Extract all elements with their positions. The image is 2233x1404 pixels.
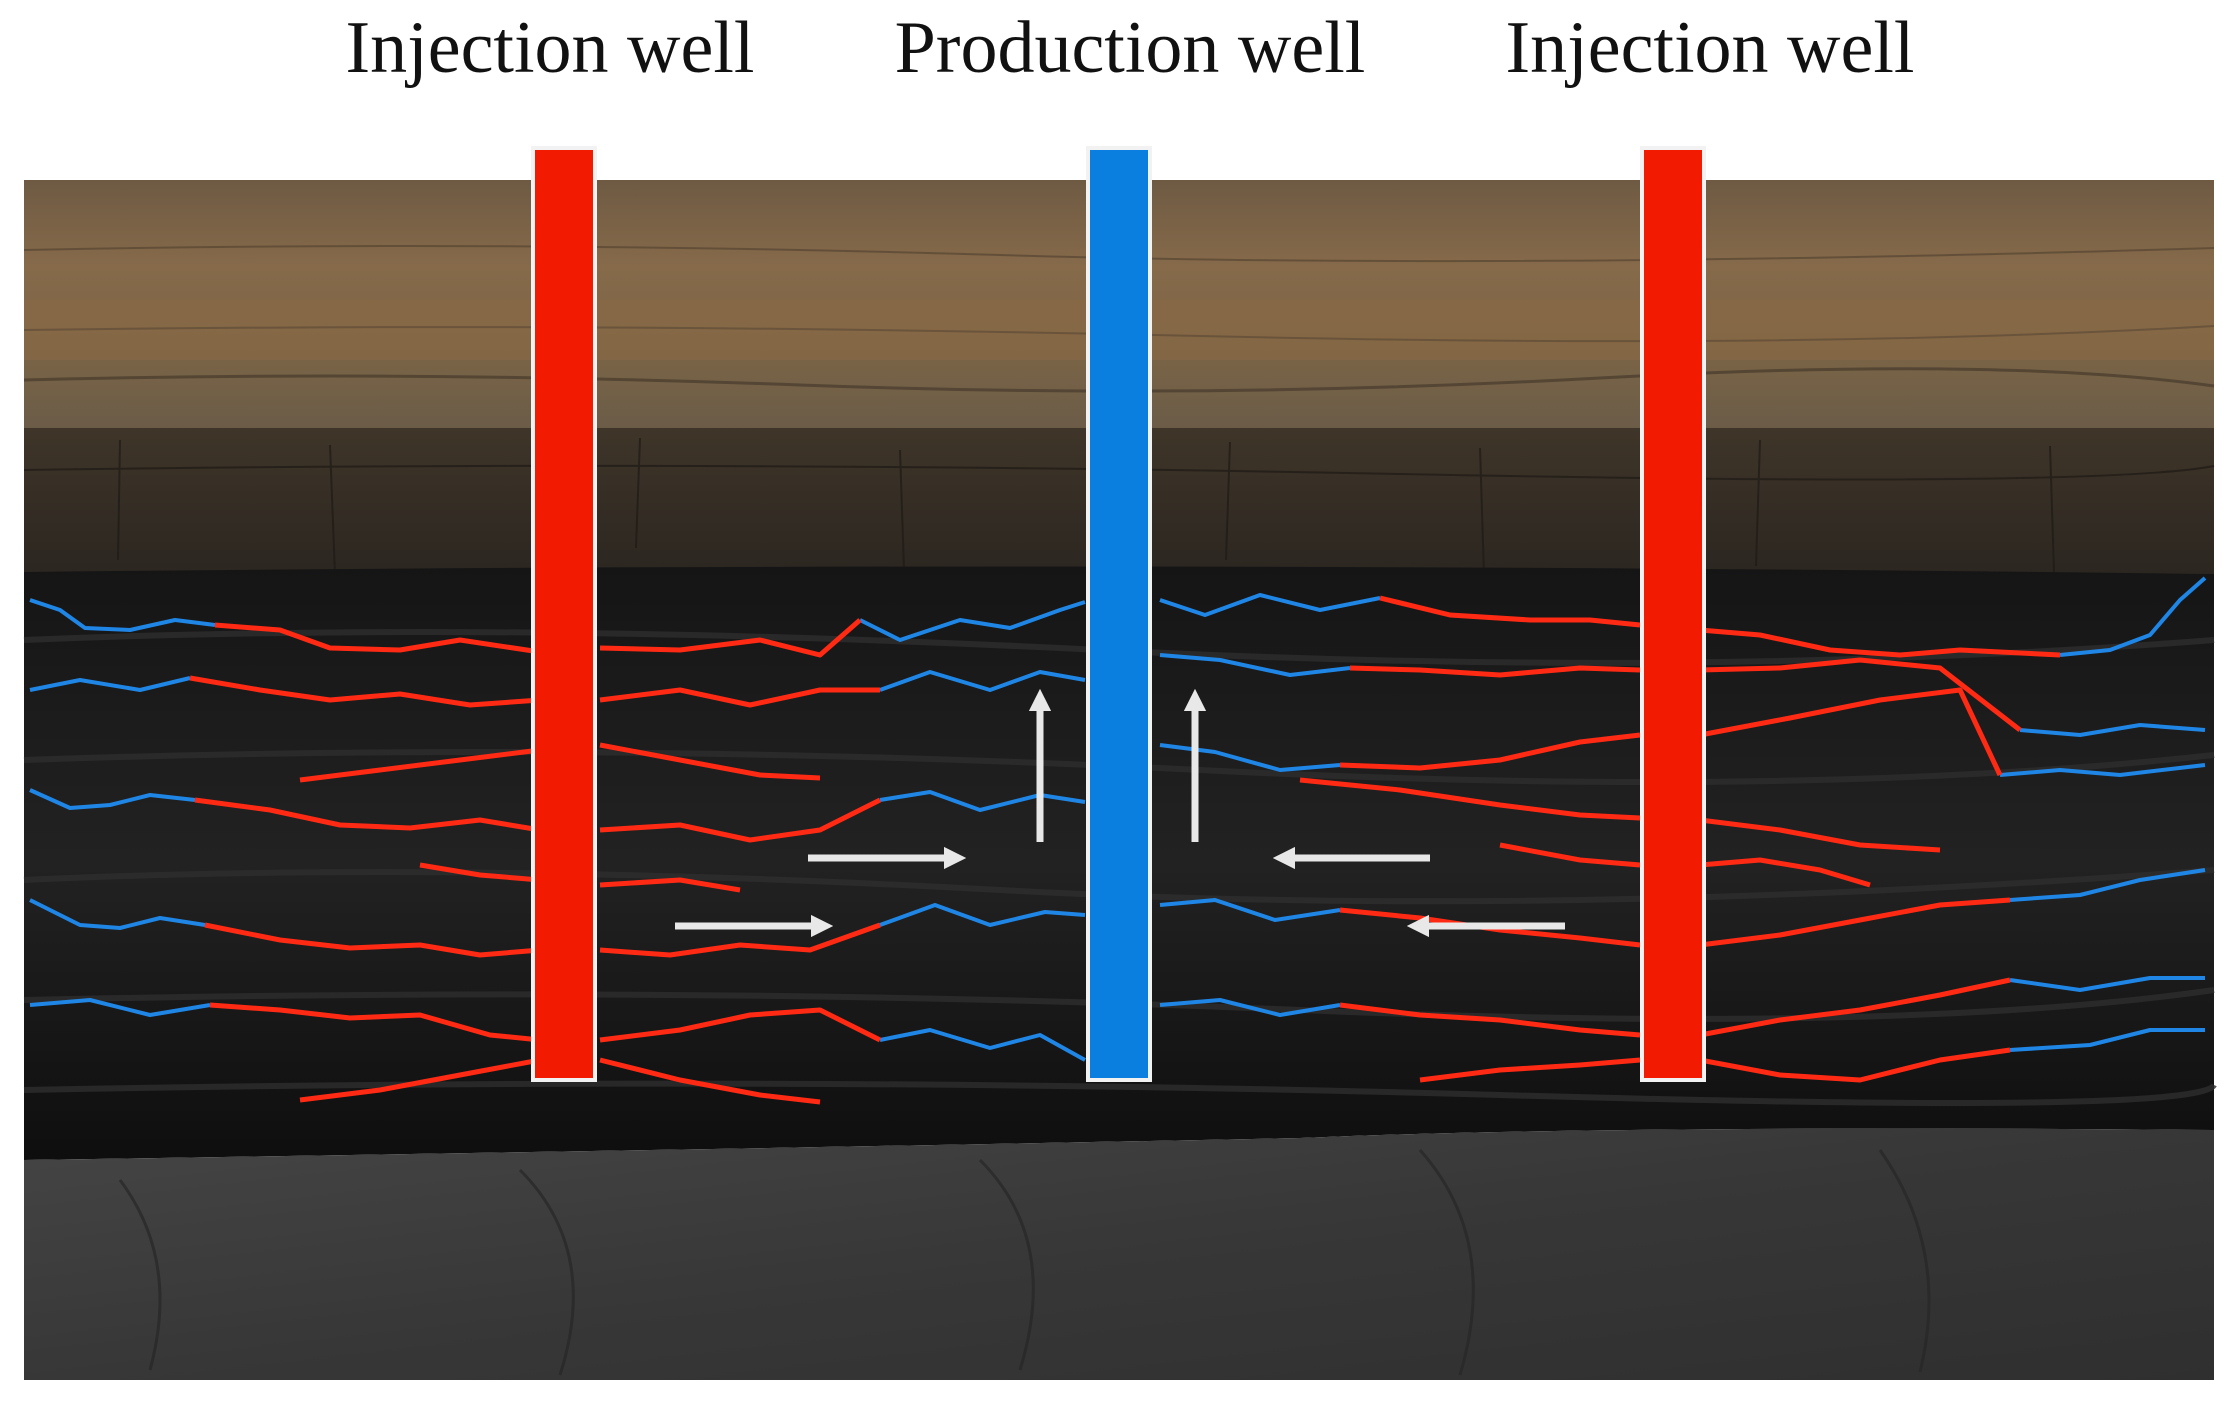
left-well-label: Injection well [345, 7, 755, 89]
dark-soil-texture [23, 437, 2215, 576]
right-injection-well [1640, 146, 1706, 1082]
left-injection-well [531, 146, 597, 1082]
center-well-label: Production well [894, 7, 1366, 89]
hot-fractures [189, 595, 2061, 1105]
right-well-label: Injection well [1505, 7, 1915, 89]
production-well [1086, 146, 1152, 1082]
bedrock-layer [24, 1128, 2214, 1380]
flow-arrows [675, 688, 1565, 938]
bedrock-texture [118, 1149, 1931, 1376]
cold-fractures [29, 576, 2207, 1062]
